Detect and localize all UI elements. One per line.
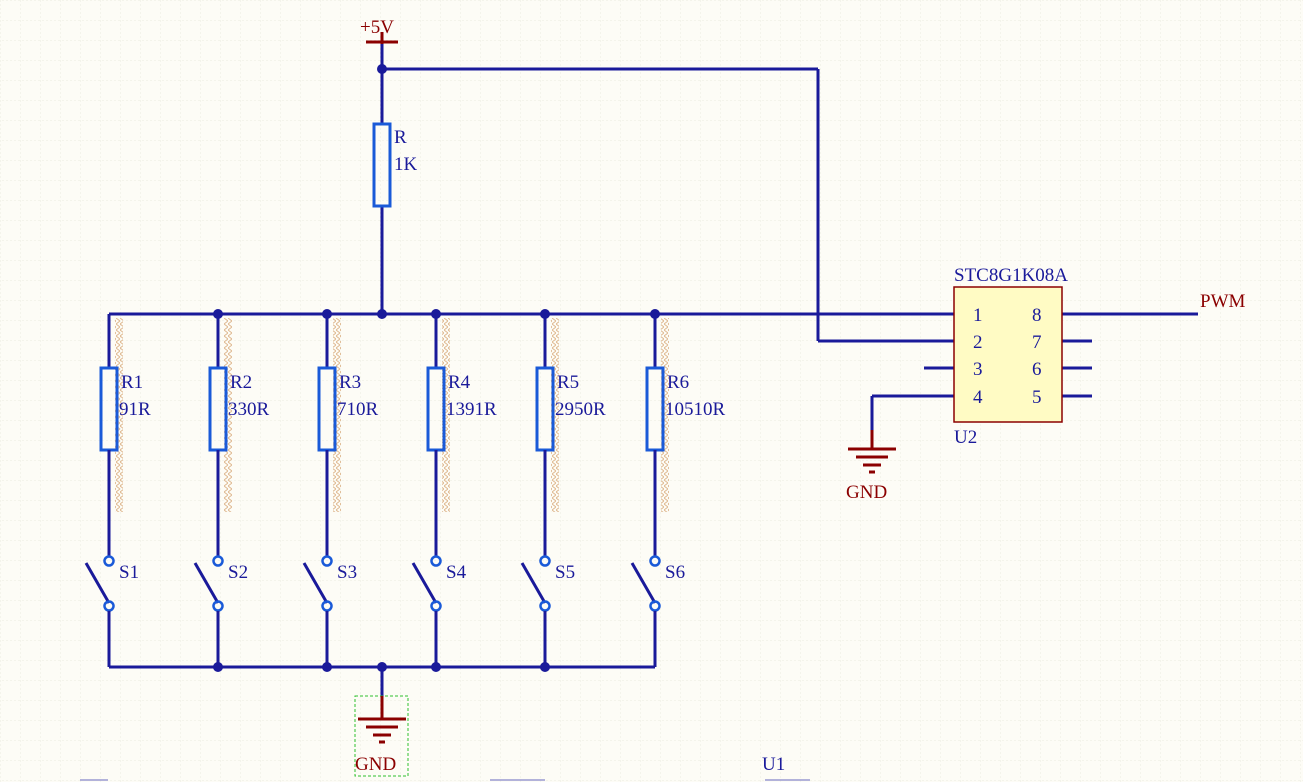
ladder-branch-3: R3 710R S3 — [302, 314, 379, 667]
pullup-resistor: R 1K — [372, 122, 418, 208]
gnd-label: GND — [355, 754, 396, 775]
switch-contact — [539, 555, 551, 567]
resistor-value: 10510R — [665, 399, 726, 420]
pullup-value: 1K — [394, 154, 418, 175]
partial-ref-u1: U1 — [762, 754, 785, 775]
ic-body — [953, 286, 1063, 423]
resistor-value: 710R — [337, 399, 379, 420]
gnd-symbol-ic: GND — [846, 430, 896, 503]
resistor-ref: R5 — [557, 372, 579, 393]
trace-highlight — [224, 318, 232, 512]
ic-pin-number: 6 — [1032, 359, 1042, 380]
junction-top — [377, 309, 387, 319]
switch-blade — [520, 562, 547, 604]
ladder-branch-5: R5 2950R S5 — [520, 314, 606, 667]
switch-contact — [212, 555, 224, 567]
switch-blade — [630, 562, 657, 604]
switch-blade — [84, 562, 111, 604]
trace-highlight — [333, 318, 341, 512]
power-5v-symbol: +5V — [360, 17, 398, 44]
ic-pin-number: 8 — [1032, 305, 1042, 326]
ladder-branch-1: R1 91R S1 — [84, 314, 151, 667]
ic-pins — [924, 312, 1092, 398]
switch-ref: S5 — [555, 562, 575, 583]
switch-ref: S6 — [665, 562, 685, 583]
ic-part-number: STC8G1K08A — [954, 265, 1068, 286]
switch-ref: S4 — [446, 562, 467, 583]
pullup-ref: R — [394, 127, 407, 148]
switch-ref: S1 — [119, 562, 139, 583]
switch-blade — [193, 562, 220, 604]
resistor-ref: R1 — [121, 372, 143, 393]
switch-contact — [103, 600, 115, 612]
switch-contact — [321, 555, 333, 567]
ic-ref: U2 — [954, 427, 977, 448]
junction-5v — [377, 64, 387, 74]
switch-contact — [321, 600, 333, 612]
ic-pin-number: 1 — [973, 305, 983, 326]
gnd-symbol-bottom[interactable]: GND — [354, 695, 409, 777]
ic-pin-number: 4 — [973, 387, 983, 408]
resistor-ref: R3 — [339, 372, 361, 393]
trace-highlight — [442, 318, 450, 512]
switch-contact — [649, 555, 661, 567]
switch-contact — [430, 555, 442, 567]
switch-contact — [212, 600, 224, 612]
power-label: +5V — [360, 17, 394, 38]
switch-contact — [430, 600, 442, 612]
switch-contact — [103, 555, 115, 567]
trace-highlight — [551, 318, 559, 512]
gnd-label: GND — [846, 482, 887, 503]
ladder-branch-4: R4 1391R S4 — [411, 314, 497, 667]
resistor-ref: R6 — [667, 372, 689, 393]
switch-blade — [411, 562, 438, 604]
ic-pin-number: 2 — [973, 332, 983, 353]
net-label-pwm: PWM — [1200, 291, 1246, 312]
ic-pin-number: 5 — [1032, 387, 1042, 408]
trace-highlight — [115, 318, 123, 512]
switch-blade — [302, 562, 329, 604]
ladder-branch-6: R6 10510R S6 — [630, 314, 726, 667]
switch-ref: S3 — [337, 562, 357, 583]
ic-pin-number: 3 — [973, 359, 983, 380]
resistor-ref: R2 — [230, 372, 252, 393]
resistor-value: 1391R — [446, 399, 497, 420]
junction-bottom — [377, 662, 387, 672]
switch-ref: S2 — [228, 562, 248, 583]
switch-contact — [649, 600, 661, 612]
ladder-branch-2: R2 330R S2 — [193, 314, 270, 667]
resistor-value: 91R — [119, 399, 151, 420]
ic-pin-number: 7 — [1032, 332, 1042, 353]
switch-contact — [539, 600, 551, 612]
trace-highlight — [661, 318, 669, 512]
resistor-ref: R4 — [448, 372, 471, 393]
resistor-value: 2950R — [555, 399, 606, 420]
ic-u2: STC8G1K08A 1 2 3 4 8 7 6 5 U2 — [924, 265, 1092, 448]
resistor-value: 330R — [228, 399, 270, 420]
